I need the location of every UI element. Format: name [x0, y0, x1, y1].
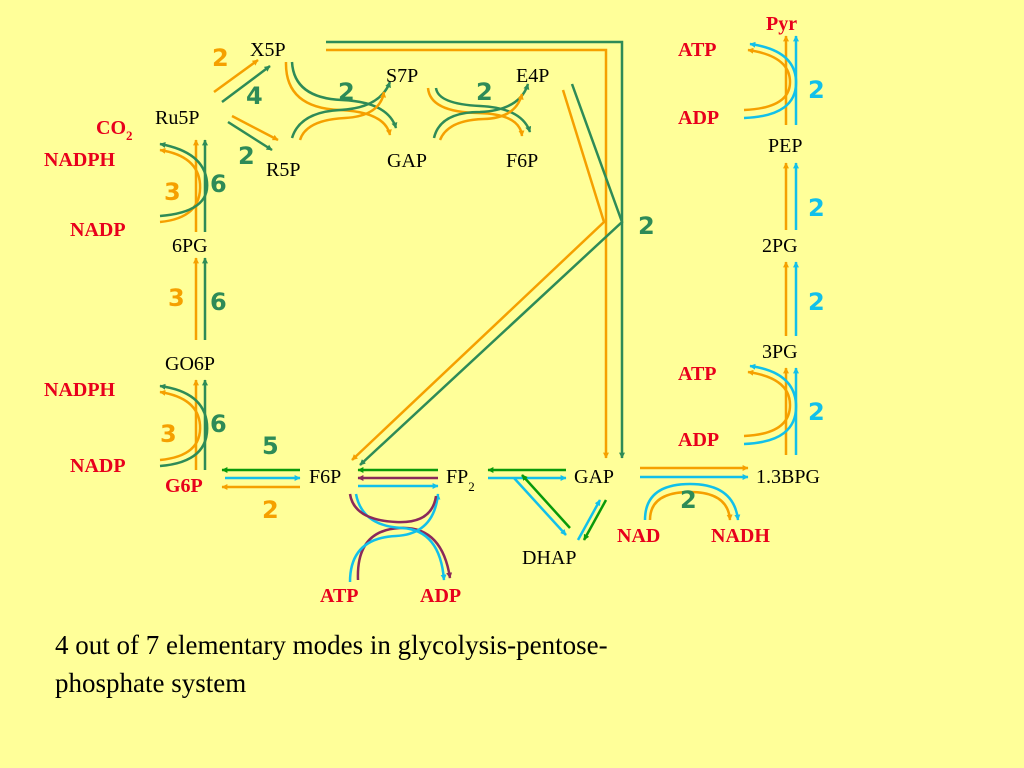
flux-right-vertical-label: 2 — [638, 212, 655, 240]
tk1-green-arc-x5p — [290, 61, 398, 129]
flux-x5p-in-label: 2 — [212, 44, 229, 72]
flux-pk-label: 2 — [808, 76, 825, 104]
flux-pgk-label: 2 — [808, 398, 825, 426]
flux-g6p-orange-label: 2 — [262, 496, 279, 524]
e4p-to-f6p-green-route — [359, 83, 624, 466]
s7p-label: S7P — [386, 65, 418, 87]
pfk-cyan-arc-adp — [354, 493, 447, 581]
flux-go6p-orange-label: 3 — [160, 420, 177, 448]
co2-subscript: 2 — [126, 128, 133, 143]
nadph-lower-label: NADPH — [44, 379, 116, 401]
pfk-cyan-arc-atp — [348, 493, 441, 583]
flux-eno-label: 2 — [808, 194, 825, 222]
nadp-upper-label: NADP — [70, 219, 126, 241]
gap-to-dhap-green-arrow — [582, 499, 608, 541]
ru5p-to-x5p-green-arrow — [221, 65, 271, 103]
fp2-main: FP — [446, 466, 468, 488]
fp2-subscript: 2 — [468, 479, 475, 494]
nadp-lower-label: NADP — [70, 455, 126, 477]
cofactor-labels: CO2 NADPH NADP NADPH NADP G6P ATP ADP NA… — [44, 39, 770, 607]
nadp-to-nadph-green-arc-upper — [159, 142, 209, 218]
r5p-label: R5P — [266, 159, 300, 181]
pfk-purple-arc-adp — [348, 493, 438, 524]
co2-main: CO — [96, 117, 126, 139]
adp-pfk-label: ADP — [420, 585, 461, 607]
x5p-to-gap-orange-route — [326, 48, 609, 459]
ta-orange-arc-gap — [438, 93, 524, 141]
g6p-label: G6P — [165, 475, 203, 497]
co2-label: CO2 — [96, 117, 133, 143]
bpg13-label: 1.3BPG — [756, 466, 820, 488]
flux-ru5p-green-label: 6 — [210, 170, 227, 198]
gap-label: GAP — [574, 466, 614, 488]
adp-pk-label: ADP — [678, 107, 719, 129]
f6p-top-label: F6P — [506, 150, 538, 172]
ru5p-to-r5p-green-arrow — [227, 120, 273, 152]
nadp-to-nadph-orange-arc-upper — [159, 147, 202, 224]
gap-top-label: GAP — [387, 150, 427, 172]
nad-label: NAD — [617, 525, 660, 547]
f6p-label: F6P — [309, 466, 341, 488]
flux-6pg-orange-label: 3 — [168, 284, 185, 312]
dhap-to-fp2-green-arrow — [521, 474, 571, 529]
oxidative-branch — [159, 139, 209, 470]
flux-g6p-green-label: 5 — [262, 432, 279, 460]
3pg-label: 3PG — [762, 341, 798, 363]
atp-pfk-label: ATP — [320, 585, 359, 607]
flux-go6p-green-label: 6 — [210, 410, 227, 438]
flux-ta-label: 2 — [476, 78, 493, 106]
flux-gapdh-label: 2 — [680, 486, 697, 514]
flux-pgm-label: 2 — [808, 288, 825, 316]
ru5p-label: Ru5P — [155, 107, 199, 129]
pyr-label: Pyr — [766, 13, 797, 35]
caption: 4 out of 7 elementary modes in glycolysi… — [55, 630, 608, 698]
x5p-to-gap-green-route — [326, 40, 625, 459]
dhap-to-gap-cyan-arrow — [576, 499, 602, 541]
nad-to-nadh-orange-arc — [648, 490, 733, 521]
metabolite-labels: X5P S7P E4P Ru5P R5P GAP F6P 6PG GO6P F6… — [155, 13, 820, 569]
x5p-label: X5P — [250, 39, 286, 61]
dhap-label: DHAP — [522, 547, 576, 569]
tk1-orange-arc-r5p — [298, 91, 387, 141]
6pg-label: 6PG — [172, 235, 208, 257]
flux-ru5p-orange-label: 3 — [164, 178, 181, 206]
non-oxidative-branch — [213, 58, 532, 152]
e4p-label: E4P — [516, 65, 549, 87]
nadh-label: NADH — [711, 525, 770, 547]
nadp-to-nadph-orange-arc-lower — [159, 389, 202, 462]
atp-pgk-label: ATP — [678, 363, 717, 385]
e4p-to-f6p-orange-route — [351, 89, 606, 461]
nadp-to-nadph-green-arc-lower — [159, 383, 209, 468]
adp-to-atp-cyan-arc-pk — [743, 41, 798, 120]
adp-to-atp-cyan-arc-pgk — [743, 363, 798, 446]
flux-labels: 2 4 2 2 2 2 3 6 3 6 3 6 5 2 2 2 2 2 2 — [160, 44, 825, 524]
lower-glycolysis — [640, 35, 799, 521]
upper-glycolysis — [221, 467, 608, 583]
adp-to-atp-orange-arc-pgk — [743, 369, 792, 438]
2pg-label: 2PG — [762, 235, 798, 257]
nadph-upper-label: NADPH — [44, 149, 116, 171]
ru5p-to-r5p-orange-arrow — [231, 114, 279, 142]
go6p-label: GO6P — [165, 353, 215, 375]
pep-label: PEP — [768, 135, 802, 157]
adp-to-atp-orange-arc-pk — [743, 47, 792, 112]
atp-pk-label: ATP — [678, 39, 717, 61]
ru5p-to-x5p-orange-arrow — [213, 58, 259, 94]
fp2-label: FP2 — [446, 466, 475, 494]
nad-to-nadh-cyan-arc — [643, 482, 741, 521]
flux-x5p-in-green-label: 4 — [246, 82, 263, 110]
fp2-to-dhap-cyan-arrow — [513, 477, 567, 536]
flux-r5p-in-label: 2 — [238, 142, 255, 170]
flux-6pg-green-label: 6 — [210, 288, 227, 316]
ta-green-arc-s7p — [434, 87, 532, 133]
adp-pgk-label: ADP — [678, 429, 719, 451]
flux-tk1-label: 2 — [338, 78, 355, 106]
connecting-routes — [326, 40, 625, 466]
